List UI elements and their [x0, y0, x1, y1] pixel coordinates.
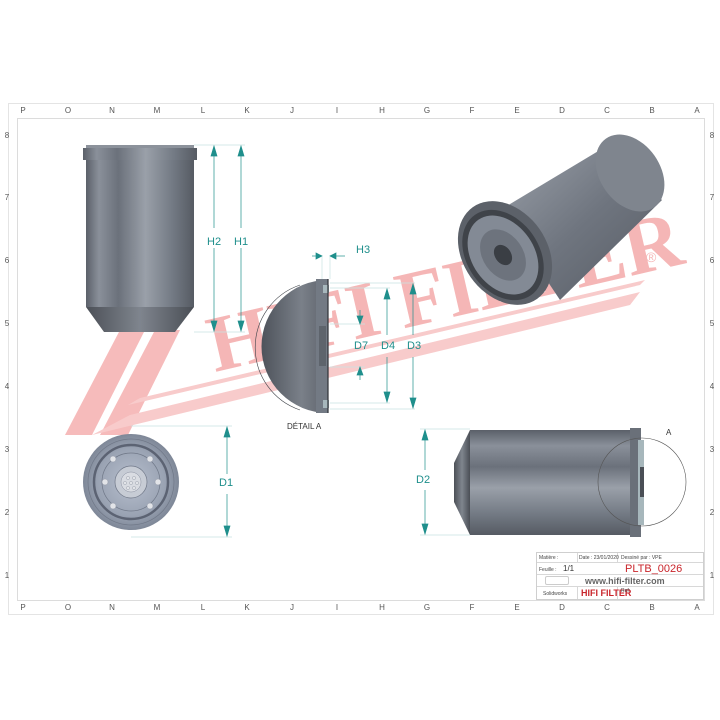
column-label: P [20, 106, 26, 115]
column-label: B [649, 603, 655, 612]
drawing-outer-frame [8, 103, 714, 615]
tb-divider [577, 553, 578, 562]
row-label: 6 [709, 256, 715, 265]
column-label: N [109, 603, 115, 612]
sheet-label: Feuille : [539, 567, 557, 573]
column-label: D [559, 603, 565, 612]
end-view-filter [83, 434, 179, 530]
brand-name: HIFI FILTER [581, 588, 632, 598]
material-label: Matière : [539, 555, 559, 561]
date-label: Date : 23/01/2020 [579, 555, 619, 561]
column-label: A [694, 106, 700, 115]
row-label: 6 [4, 256, 10, 265]
column-label: L [200, 603, 206, 612]
row-label: 1 [4, 571, 10, 580]
column-label: J [290, 603, 294, 612]
sheet-value: 1/1 [563, 564, 575, 573]
horizontal-view-dimensions [420, 428, 470, 536]
drawn-by-label: Dessiné par : VPE [621, 555, 662, 561]
row-label: 2 [4, 508, 10, 517]
column-label: I [335, 603, 339, 612]
svg-text:®: ® [646, 249, 657, 265]
side-view-filter [83, 145, 197, 332]
column-label: I [335, 106, 339, 115]
dim-label-d7: D7 [354, 340, 369, 352]
column-label: B [649, 106, 655, 115]
row-label: 5 [709, 319, 715, 328]
row-label: 4 [709, 382, 715, 391]
column-label: J [290, 106, 294, 115]
end-view-dimensions [131, 425, 232, 538]
dim-label-d4: D4 [381, 340, 396, 352]
column-label: H [379, 106, 385, 115]
tb-divider [537, 562, 703, 563]
column-label: M [153, 603, 161, 612]
tb-divider [537, 586, 703, 587]
row-label: 3 [4, 445, 10, 454]
ref-label: Ref: [621, 588, 631, 594]
column-label: N [109, 106, 115, 115]
column-label: H [379, 603, 385, 612]
column-label: G [423, 106, 431, 115]
drawing-inner-frame [17, 118, 705, 601]
column-label: O [64, 106, 72, 115]
row-label: 2 [709, 508, 715, 517]
column-label: F [469, 106, 475, 115]
row-label: 8 [709, 131, 715, 140]
column-label: L [200, 106, 206, 115]
column-label: G [423, 603, 431, 612]
dim-label-d1: D1 [219, 477, 234, 489]
row-label: 4 [4, 382, 10, 391]
dim-label-d3: D3 [407, 340, 422, 352]
row-label: 3 [709, 445, 715, 454]
detail-a-view [254, 279, 329, 413]
column-label: F [469, 603, 475, 612]
row-label: 7 [4, 193, 10, 202]
row-label: 5 [4, 319, 10, 328]
tb-divider [577, 586, 578, 599]
column-label: C [604, 603, 610, 612]
software-label: Solidworks [543, 591, 568, 597]
title-block: Matière : Date : 23/01/2020 Dessiné par … [536, 552, 704, 600]
column-label: P [20, 603, 26, 612]
column-label: A [694, 603, 700, 612]
dim-label-d2: D2 [416, 474, 431, 486]
iso-view-filter [457, 134, 665, 305]
column-label: E [514, 603, 520, 612]
column-label: D [559, 106, 565, 115]
part-number: PLTB_0026 [625, 563, 683, 575]
tb-divider [537, 574, 703, 575]
detail-a-caption: DÉTAIL A [287, 422, 322, 431]
horizontal-view-filter [454, 428, 687, 537]
column-label: E [514, 106, 520, 115]
row-label: 7 [709, 193, 715, 202]
tb-divider [617, 586, 618, 599]
tb-divider [617, 553, 618, 562]
projection-symbol-icon [545, 576, 569, 585]
row-label: 8 [4, 131, 10, 140]
detail-a-dimensions [312, 252, 417, 410]
column-label: K [244, 603, 250, 612]
dim-label-h1: H1 [234, 236, 249, 248]
detail-marker-a: A [666, 428, 672, 437]
column-label: C [604, 106, 610, 115]
website-url: www.hifi-filter.com [585, 576, 665, 586]
column-label: K [244, 106, 250, 115]
column-label: O [64, 603, 72, 612]
dim-label-h2: H2 [207, 236, 222, 248]
column-label: M [153, 106, 161, 115]
dim-label-h3: H3 [356, 244, 371, 256]
row-label: 1 [709, 571, 715, 580]
side-view-dimensions [194, 144, 245, 333]
